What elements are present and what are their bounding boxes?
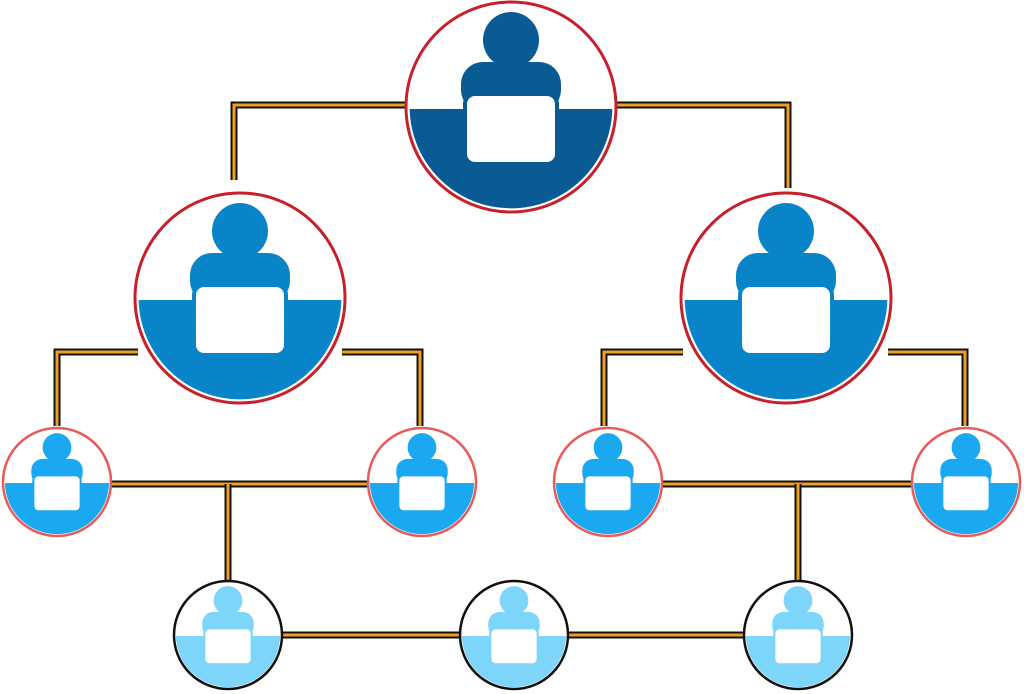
person-at-desk-icon — [772, 586, 824, 666]
connector-line — [230, 101, 407, 180]
connector-line — [888, 348, 969, 426]
connector-line — [342, 348, 424, 426]
connector-line — [600, 348, 683, 426]
person-node — [910, 426, 1022, 538]
person-at-desk-icon — [202, 586, 254, 666]
person-at-desk-icon — [461, 12, 561, 166]
person-at-desk-icon — [736, 203, 836, 357]
person-at-desk-icon — [488, 586, 540, 666]
person-at-desk-icon — [31, 433, 83, 513]
person-at-desk-icon — [940, 433, 992, 513]
person-node — [1, 426, 113, 538]
person-node — [404, 0, 618, 214]
connector-line — [614, 101, 792, 188]
person-node — [742, 579, 854, 691]
person-node — [133, 191, 347, 405]
connector-line — [53, 348, 138, 426]
person-node — [172, 579, 284, 691]
connector-lines — [53, 101, 969, 639]
person-at-desk-icon — [396, 433, 448, 513]
person-node — [552, 426, 664, 538]
person-at-desk-icon — [190, 203, 290, 357]
person-at-desk-icon — [582, 433, 634, 513]
person-node — [458, 579, 570, 691]
person-node — [366, 426, 478, 538]
person-node — [679, 191, 893, 405]
